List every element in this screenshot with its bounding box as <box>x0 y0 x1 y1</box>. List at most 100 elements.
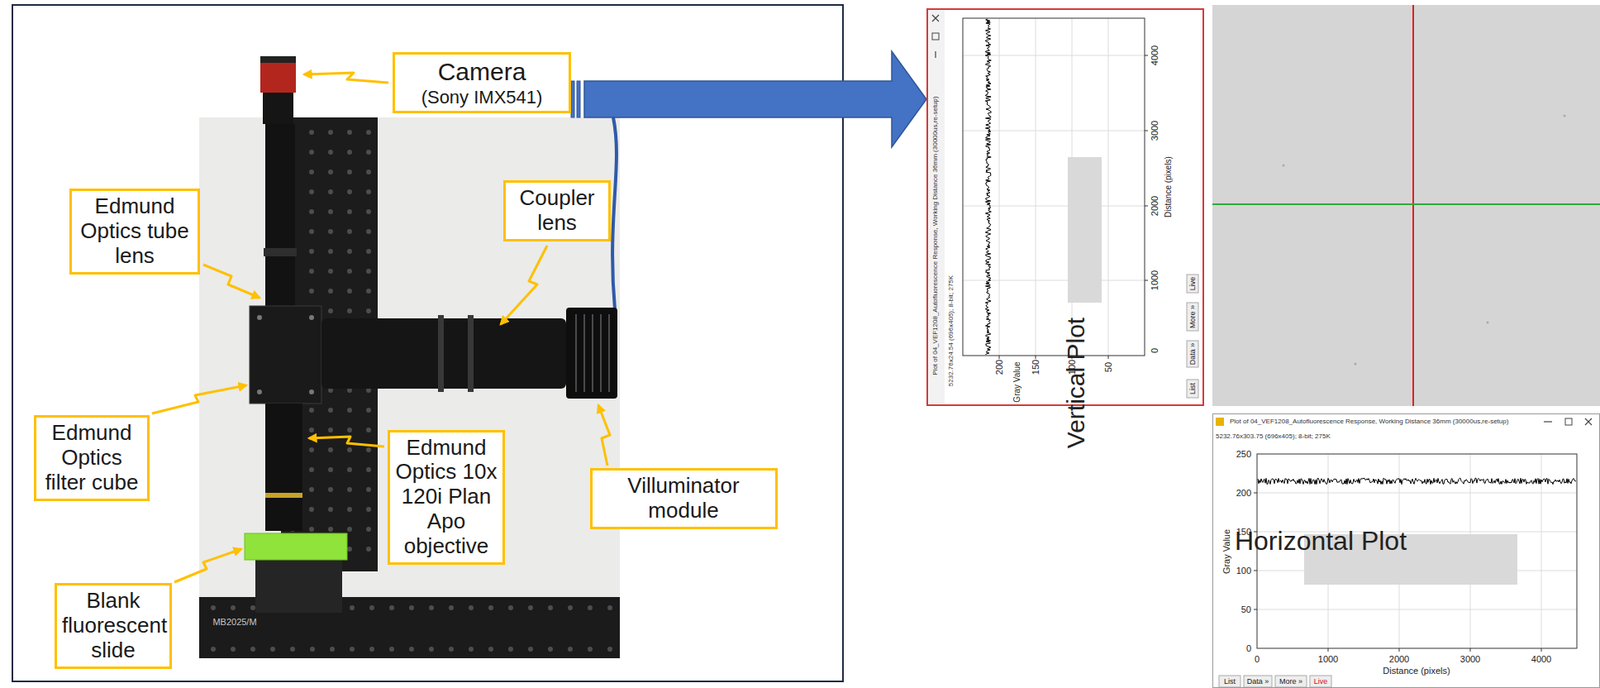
callout-label: Edmund Optics tube lens <box>69 188 200 275</box>
tube-lens <box>265 123 296 306</box>
mount-hole <box>448 604 454 610</box>
profile-line <box>1257 477 1577 484</box>
horizontal-plot-drawing <box>1212 413 1600 688</box>
mount-hole <box>347 486 353 492</box>
mount-hole <box>328 248 334 254</box>
mount-hole <box>366 169 372 175</box>
mount-hole <box>389 646 395 652</box>
grid-line <box>1108 18 1110 356</box>
axis-label: 4000 <box>1531 654 1552 664</box>
mount-hole <box>328 407 334 413</box>
grid-line <box>999 18 1000 356</box>
mount-hole <box>290 646 296 652</box>
mount-hole <box>328 308 334 314</box>
plot-frame <box>962 18 1145 356</box>
mount-hole <box>328 149 334 155</box>
callout-label: Coupler lens <box>503 180 611 242</box>
arrow-tail-stripe <box>571 80 575 118</box>
mount-hole <box>309 149 315 155</box>
grid-line <box>1257 492 1577 494</box>
mount-hole <box>366 526 372 532</box>
mount-hole <box>309 169 315 175</box>
image-info: 5232.76x303.75 (696x405); 8-bit; 275K <box>1215 433 1331 440</box>
mount-hole <box>607 646 613 652</box>
mount-hole <box>347 248 353 254</box>
arrow-tail-stripe <box>576 80 581 118</box>
mount-hole <box>448 646 454 652</box>
mount-hole <box>366 149 372 155</box>
mount-hole <box>347 129 353 135</box>
mount-hole <box>309 228 315 234</box>
mount-hole <box>508 604 514 610</box>
mount-hole <box>328 506 334 512</box>
mount-hole <box>309 268 315 274</box>
axis-label: 0 <box>1254 654 1260 664</box>
axis-label: 0 <box>1246 643 1252 653</box>
tick-mark <box>1541 647 1543 652</box>
stage <box>255 559 343 613</box>
coupler-ring <box>438 314 444 392</box>
mount-hole <box>389 604 395 610</box>
mount-hole <box>428 646 434 652</box>
tick-mark <box>999 355 1000 359</box>
axis-label: Data » <box>1247 677 1270 686</box>
mount-hole <box>309 248 315 254</box>
leader-arrow <box>304 72 389 83</box>
leader-arrow <box>500 245 548 324</box>
mount-hole <box>347 308 353 314</box>
mount-hole <box>347 466 353 472</box>
tick-mark <box>1144 205 1148 207</box>
signal-arrow <box>571 51 927 148</box>
cube-screw <box>257 389 262 395</box>
cube-screw <box>257 314 262 320</box>
microscope-image <box>1212 4 1600 406</box>
grid-line <box>1257 609 1577 610</box>
callout-text: Camera <box>400 57 564 87</box>
title-strip <box>926 8 945 406</box>
mount-hole <box>366 129 372 135</box>
mount-hole <box>309 209 315 215</box>
axis-label: 200 <box>995 359 1005 375</box>
image-field <box>1212 4 1600 406</box>
callout-label: Blank fluorescent slide <box>54 582 172 669</box>
mount-hole <box>230 646 236 652</box>
mount-hole <box>309 506 315 512</box>
mount-hole <box>366 209 372 215</box>
tick-mark <box>1253 570 1258 572</box>
mount-hole <box>587 646 593 652</box>
tick-mark <box>1328 647 1329 652</box>
mount-hole <box>270 646 276 652</box>
mount-hole <box>250 646 256 652</box>
grid-line <box>962 55 1145 57</box>
objective-band <box>265 492 303 498</box>
axis-label: Gray Value <box>1013 361 1022 402</box>
axis-label: 50 <box>1104 361 1114 372</box>
button <box>1186 302 1199 331</box>
app-icon <box>1215 417 1224 426</box>
axis-label: Live <box>1314 677 1329 686</box>
mount-hole <box>347 407 353 413</box>
close-icon <box>1585 418 1592 425</box>
mount-hole <box>347 228 353 234</box>
coupler-ring <box>467 314 474 392</box>
axis-label: 250 <box>1236 449 1252 459</box>
mount-hole <box>328 129 334 135</box>
mount-hole <box>328 189 334 195</box>
mount-hole <box>508 646 514 652</box>
leader-arrow <box>309 436 385 447</box>
mount-hole <box>567 604 573 610</box>
window-title: Plot of 04_VEF1208_Autofluorescence Resp… <box>932 95 939 375</box>
mount-hole <box>347 169 353 175</box>
mount-hole <box>366 427 372 433</box>
mount-hole <box>349 604 355 610</box>
mount-hole <box>309 129 315 135</box>
mount-hole <box>366 189 372 195</box>
mount-hole <box>347 526 353 532</box>
cube-screw <box>309 314 315 320</box>
callout-label: Edmund Optics filter cube <box>33 414 150 501</box>
mount-hole <box>250 604 256 610</box>
mount-hole <box>347 189 353 195</box>
mount-hole <box>309 447 315 453</box>
